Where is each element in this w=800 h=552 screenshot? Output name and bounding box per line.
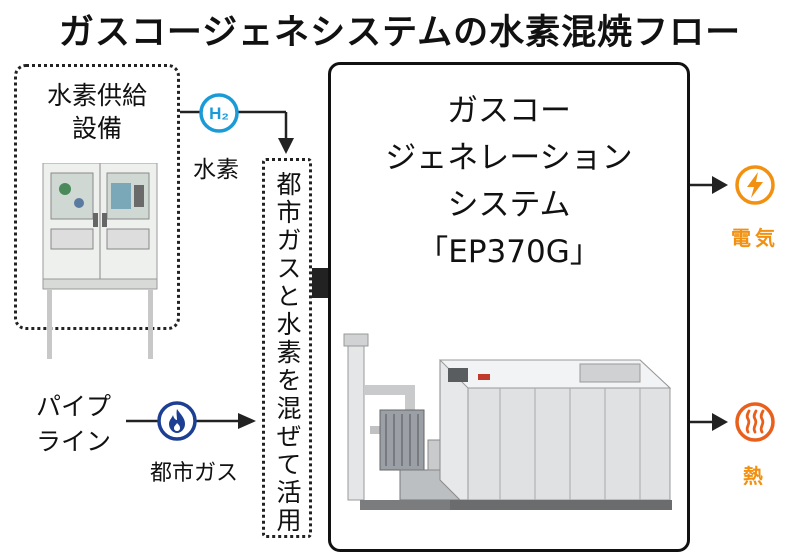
electricity-label: 電気 bbox=[731, 222, 779, 251]
h2-icon: H₂ bbox=[198, 92, 240, 134]
mixing-label: 都市ガスと水素を混ぜて活用 bbox=[265, 171, 309, 535]
hydrogen-arrowhead bbox=[278, 138, 294, 154]
cogeneration-label-line3: システム bbox=[328, 182, 690, 229]
pipeline-label-line1: パイプ bbox=[36, 387, 111, 423]
electricity-arrow bbox=[712, 176, 728, 194]
h2-icon-text: H₂ bbox=[209, 104, 229, 123]
cogeneration-machine-image bbox=[340, 330, 680, 520]
pipeline-label-line2: ライン bbox=[36, 422, 111, 458]
flame-icon bbox=[156, 400, 198, 442]
cogeneration-label-line2: ジェネレーション bbox=[328, 135, 690, 182]
heat-arrow bbox=[712, 413, 728, 431]
heat-label: 熱 bbox=[743, 460, 767, 489]
cogeneration-label: ガスコー ジェネレーション システム 「EP370G」 bbox=[328, 88, 690, 276]
mixing-column: 都市ガスと水素を混ぜて活用 bbox=[262, 158, 312, 538]
hydrogen-flow-label: 水素 bbox=[193, 150, 239, 184]
heat-icon bbox=[734, 401, 776, 443]
lightning-icon bbox=[734, 164, 776, 206]
cogeneration-label-line1: ガスコー bbox=[328, 88, 690, 135]
city-gas-flow-label: 都市ガス bbox=[150, 455, 238, 487]
gas-arrowhead bbox=[238, 413, 256, 429]
cogeneration-label-line4: 「EP370G」 bbox=[328, 229, 690, 276]
